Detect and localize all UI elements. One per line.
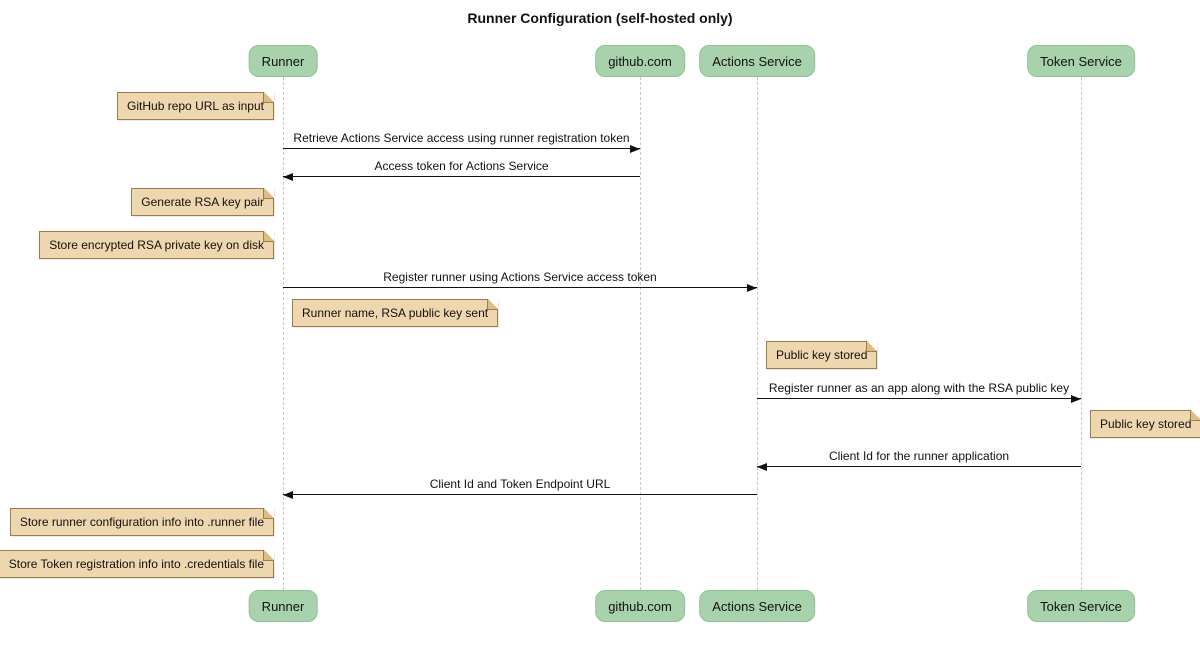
- note-2: Generate RSA key pair: [131, 188, 274, 216]
- message-arrowhead-5: [757, 463, 767, 471]
- message-line-5: [757, 466, 1081, 467]
- message-label-6: Client Id and Token Endpoint URL: [429, 477, 611, 491]
- message-line-6: [283, 494, 757, 495]
- participant-github-top: github.com: [595, 45, 685, 77]
- participant-runner-bottom: Runner: [248, 590, 318, 622]
- participant-token-top: Token Service: [1027, 45, 1135, 77]
- note-6: Public key stored: [1090, 410, 1200, 438]
- lifeline-github: [640, 77, 641, 590]
- participant-runner-top: Runner: [248, 45, 318, 77]
- participant-actions-bottom: Actions Service: [699, 590, 815, 622]
- note-5: Public key stored: [766, 341, 878, 369]
- message-arrowhead-1: [630, 145, 640, 153]
- lifeline-token: [1081, 77, 1082, 590]
- lifeline-actions: [757, 77, 758, 590]
- participant-actions-top: Actions Service: [699, 45, 815, 77]
- participant-github-bottom: github.com: [595, 590, 685, 622]
- message-label-4: Register runner as an app along with the…: [768, 381, 1070, 395]
- message-line-1: [283, 148, 640, 149]
- message-arrowhead-4: [1071, 395, 1081, 403]
- diagram-title: Runner Configuration (self-hosted only): [467, 10, 733, 26]
- message-line-3: [283, 287, 757, 288]
- lifeline-runner: [283, 77, 284, 590]
- message-label-5: Client Id for the runner application: [828, 449, 1010, 463]
- participant-token-bottom: Token Service: [1027, 590, 1135, 622]
- message-line-2: [283, 176, 640, 177]
- message-arrowhead-2: [283, 173, 293, 181]
- note-4: Runner name, RSA public key sent: [292, 299, 499, 327]
- note-3: Store encrypted RSA private key on disk: [39, 231, 274, 259]
- note-1: GitHub repo URL as input: [117, 92, 274, 120]
- message-label-1: Retrieve Actions Service access using ru…: [293, 131, 630, 145]
- note-8: Store Token registration info into .cred…: [0, 550, 275, 578]
- message-line-4: [757, 398, 1081, 399]
- message-label-3: Register runner using Actions Service ac…: [383, 270, 657, 284]
- message-arrowhead-6: [283, 491, 293, 499]
- message-arrowhead-3: [747, 284, 757, 292]
- message-label-2: Access token for Actions Service: [374, 159, 549, 173]
- note-7: Store runner configuration info into .ru…: [9, 508, 275, 536]
